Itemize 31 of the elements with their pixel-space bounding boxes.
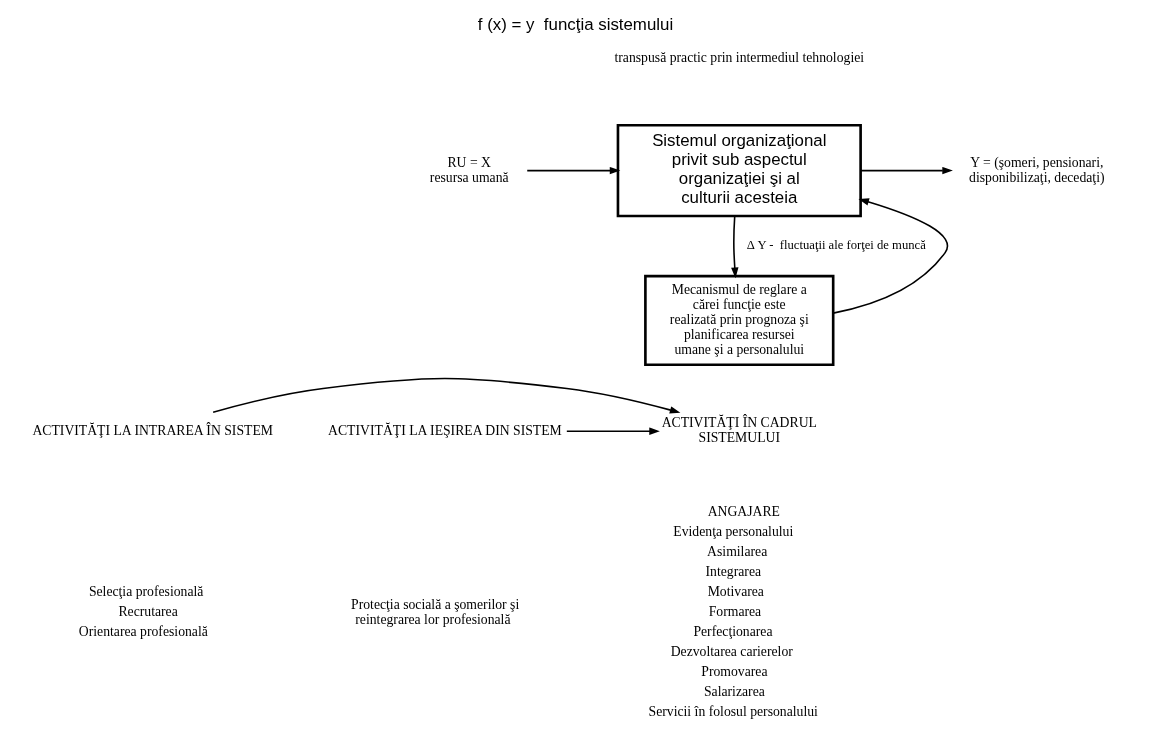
label: Dezvoltarea carierelor [670, 644, 793, 660]
arrow [566, 427, 660, 435]
label: ANGAJARE [707, 504, 780, 520]
node-text: Y = (şomeri, pensionari, disponibilizaţi, decedaţi) [969, 154, 1105, 185]
node-text: ACTIVITĂŢI ÎN CADRUL SISTEMULUI [661, 415, 817, 446]
label: Promovarea [701, 664, 768, 680]
label: Asimilarea [707, 544, 768, 560]
node-box: Sistemul organizaţional privit sub aspectul organizaţiei şi al culturii acesteia [616, 123, 862, 218]
arrow [832, 198, 949, 314]
edge-label: Δ Y - fluctuaţii ale forţei de muncă [746, 238, 926, 253]
label: Motivarea [707, 584, 764, 600]
label: Protecţia socială a şomerilor şi reintegrarea lor profesională [351, 596, 520, 627]
arrow [526, 166, 621, 175]
label: Formarea [708, 604, 762, 620]
label: Integrarea [705, 564, 762, 580]
arrow [212, 377, 681, 414]
label: Evidenţa personalului [673, 524, 794, 540]
diagram-title: f (x) = y funcţia sistemului [477, 15, 674, 35]
node-text: ACTIVITĂŢI LA INTRAREA ÎN SISTEM [32, 422, 273, 438]
arrow [859, 166, 953, 175]
label: Perfecţionarea [693, 624, 773, 640]
label: Recrutarea [118, 604, 178, 620]
label: Orientarea profesională [78, 624, 208, 640]
label: transpusă practic prin intermediul tehnologiei [614, 50, 865, 66]
node-text: RU = X resursa umană [429, 154, 509, 185]
node-box: Mecanismul de reglare a cărei funcţie este realizată prin prognoza şi planificarea resursei umane şi a personalului [644, 274, 835, 367]
node-text: ACTIVITĂŢI LA IEŞIREA DIN SISTEM [328, 422, 562, 438]
label: Selecţia profesională [88, 584, 204, 600]
label: Salarizarea [703, 684, 765, 700]
arrow [731, 215, 739, 279]
label: Servicii în folosul personalului [648, 704, 818, 720]
